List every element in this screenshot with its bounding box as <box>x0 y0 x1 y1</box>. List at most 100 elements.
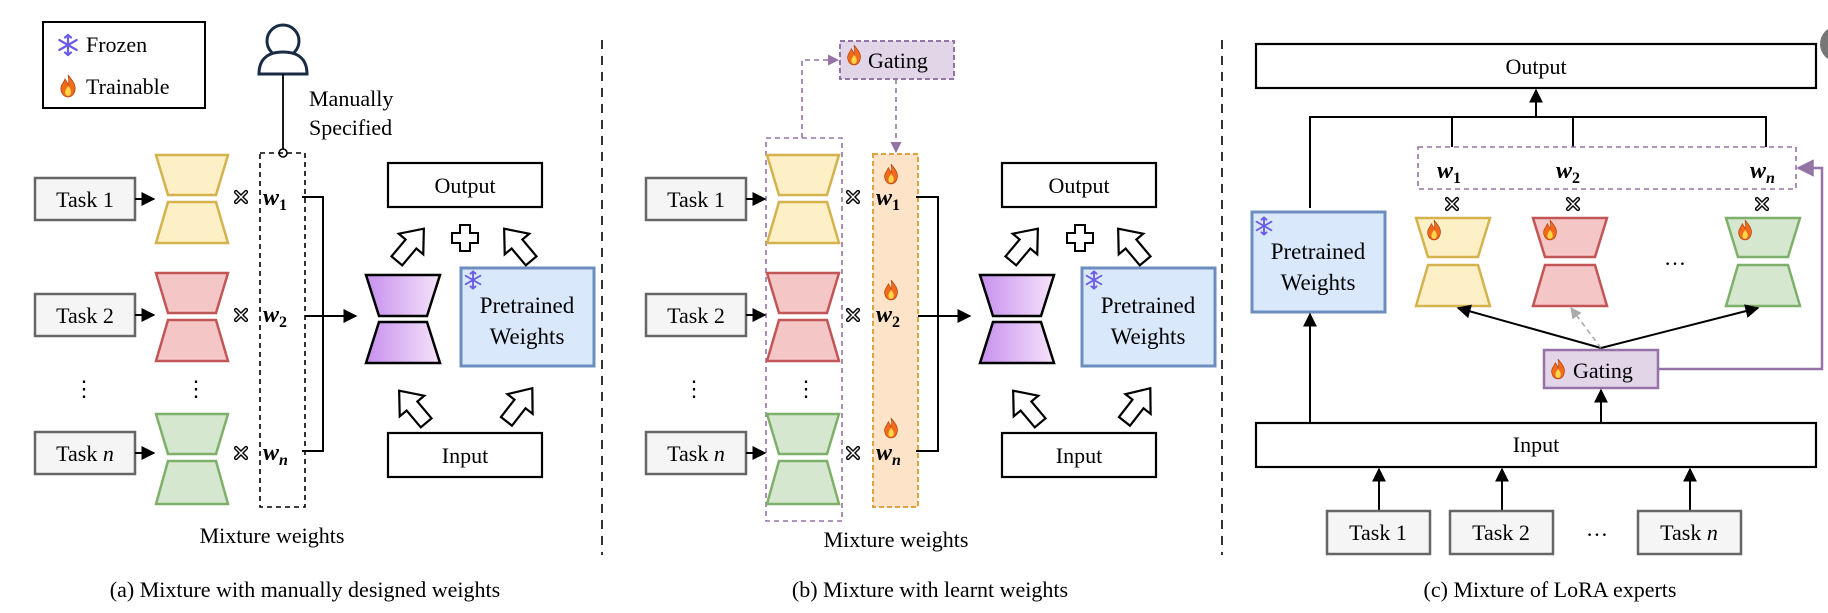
plus-icon <box>1066 224 1094 252</box>
task-n-box <box>1636 509 1743 556</box>
pretrained-weights-box <box>1080 266 1217 368</box>
up-arrow-icon <box>383 217 438 273</box>
person-icon <box>257 23 309 76</box>
caption-c: (c) Mixture of LoRA experts <box>1424 577 1677 602</box>
panel-a: Manually Specified Task 1 Task 2 ⋮ Task … <box>33 23 596 602</box>
task-n-box <box>33 430 137 476</box>
weight-n: wn <box>1750 158 1775 187</box>
input-box <box>386 431 544 479</box>
caption-a: (a) Mixture with manually designed weigh… <box>110 577 500 602</box>
gating-label: Gating <box>868 48 928 73</box>
input-box <box>1000 431 1158 479</box>
pretrained-label-line1: Pretrained <box>480 293 575 318</box>
adapter-group <box>765 137 843 522</box>
task-2-box <box>33 292 137 338</box>
adapter-task-1 <box>765 153 841 245</box>
times-icon <box>848 448 858 458</box>
legend-frozen-label: Frozen <box>86 32 147 57</box>
weight-1: w1 <box>876 185 900 214</box>
task-2-label: Task 2 <box>56 303 114 328</box>
pretrained-label-line1: Pretrained <box>1271 239 1366 264</box>
adapter-task-2 <box>154 271 230 363</box>
task-2-box <box>1448 509 1555 556</box>
task-n-label: Task n <box>1660 520 1718 545</box>
up-arrow-icon <box>1104 217 1159 273</box>
times-icon <box>1757 199 1767 209</box>
output-label: Output <box>1505 54 1566 79</box>
edge-badge <box>1820 29 1828 59</box>
output-label: Output <box>434 173 495 198</box>
output-box <box>386 161 544 209</box>
input-label: Input <box>442 443 488 468</box>
caption-b: (b) Mixture with learnt weights <box>792 577 1068 602</box>
weight-1: w1 <box>1437 158 1461 187</box>
task-ellipsis: ⋮ <box>683 376 705 401</box>
merged-adapter <box>364 273 442 365</box>
task-ellipsis: … <box>1586 516 1608 541</box>
task-ellipsis: ⋮ <box>73 376 95 401</box>
task-1-label: Task 1 <box>667 187 725 212</box>
task-1-label: Task 1 <box>1349 520 1407 545</box>
task-n-label: Task n <box>56 441 114 466</box>
pretrained-weights-box <box>459 266 596 368</box>
pretrained-label-line2: Weights <box>1281 270 1356 295</box>
up-arrow-icon <box>490 217 545 273</box>
task-n-box <box>644 430 748 476</box>
task-1-box <box>33 176 137 222</box>
mixture-weights-label: Mixture weights <box>200 523 345 548</box>
times-icon <box>1568 199 1578 209</box>
merged-adapter <box>978 273 1056 365</box>
output-box <box>1254 42 1818 90</box>
mixture-weights-label: Mixture weights <box>824 527 969 552</box>
pretrained-label-line2: Weights <box>490 324 565 349</box>
legend-trainable-label: Trainable <box>86 74 170 99</box>
up-arrow-icon <box>492 377 547 433</box>
adapter-task-1 <box>154 153 230 245</box>
mixture-weights-box <box>259 152 306 508</box>
expert-weights-box <box>1417 146 1797 190</box>
adapter-ellipsis: ⋮ <box>795 376 817 401</box>
times-icon <box>236 192 246 202</box>
gating-label: Gating <box>1573 358 1633 383</box>
up-arrow-icon <box>1110 377 1165 433</box>
up-arrow-icon <box>385 379 440 435</box>
weight-n: wn <box>263 440 288 469</box>
times-icon <box>236 448 246 458</box>
weight-1: w1 <box>263 185 287 214</box>
panel-c: Output w1 w2 wn Pretrained Weights … <box>1250 42 1824 602</box>
output-label: Output <box>1048 173 1109 198</box>
weight-2: w2 <box>876 302 900 331</box>
task-1-box <box>1325 509 1432 556</box>
output-box <box>1000 161 1158 209</box>
weight-2: w2 <box>263 302 287 331</box>
pretrained-label-line2: Weights <box>1111 324 1186 349</box>
manual-label-line1: Manually <box>309 86 393 111</box>
times-icon <box>848 310 858 320</box>
adapter-ellipsis: ⋮ <box>185 376 207 401</box>
adapter-task-2 <box>765 271 841 363</box>
task-2-box <box>644 292 748 338</box>
up-arrow-icon <box>999 379 1054 435</box>
expert-1 <box>1414 216 1492 308</box>
pretrained-label-line1: Pretrained <box>1101 293 1196 318</box>
up-arrow-icon <box>997 217 1052 273</box>
expert-ellipsis: … <box>1664 245 1686 270</box>
task-2-label: Task 2 <box>667 303 725 328</box>
input-label: Input <box>1056 443 1102 468</box>
weight-n: wn <box>876 440 901 469</box>
times-icon <box>1447 199 1457 209</box>
learnt-weights-box <box>872 153 919 508</box>
task-1-label: Task 1 <box>56 187 114 212</box>
manual-label-line2: Specified <box>309 115 392 140</box>
input-label: Input <box>1513 432 1559 457</box>
pretrained-weights-box <box>1250 210 1387 314</box>
task-1-box <box>644 176 748 222</box>
adapter-task-n <box>154 412 230 506</box>
task-2-label: Task 2 <box>1472 520 1530 545</box>
expert-n <box>1724 216 1802 308</box>
panel-b: Gating Task 1 Task 2 ⋮ Task n ⋮ <box>644 40 1217 602</box>
times-icon <box>236 310 246 320</box>
input-box <box>1254 421 1818 469</box>
task-n-label: Task n <box>667 441 725 466</box>
